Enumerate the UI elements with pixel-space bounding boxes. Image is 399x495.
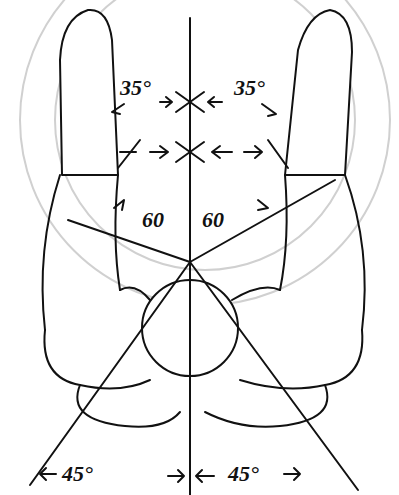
angle-label: 60: [140, 208, 166, 232]
watermark-seal: [20, 0, 390, 305]
angle-label: 60: [200, 208, 226, 232]
angle-label: 35°: [232, 76, 267, 100]
angle-label: 35°: [118, 76, 153, 100]
angle-label: 45°: [60, 462, 95, 486]
angle-label: 45°: [226, 462, 261, 486]
